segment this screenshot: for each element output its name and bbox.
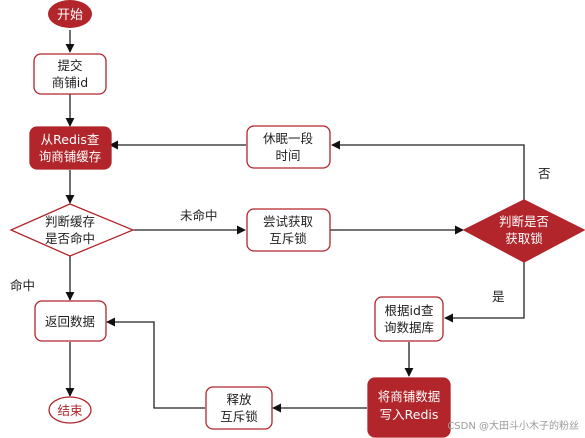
hit-edge-label: 命中 — [10, 278, 35, 293]
query-db-line1: 根据id查 — [385, 303, 434, 318]
check-hit-line2: 是否命中 — [45, 231, 95, 246]
check-lock-line2: 获取锁 — [505, 231, 543, 246]
write-redis-line2: 写入Redis — [380, 407, 439, 422]
no-edge-label: 否 — [538, 166, 551, 181]
edge-yes — [444, 262, 525, 323]
try-lock-line2: 互斥锁 — [269, 231, 307, 246]
return-data-node: 返回数据 — [34, 300, 107, 342]
start-label: 开始 — [57, 8, 83, 23]
try-lock-line1: 尝试获取 — [263, 214, 314, 229]
sleep-node: 休眠一段 时间 — [246, 125, 331, 169]
yes-edge-label: 是 — [492, 289, 505, 304]
write-redis-line1: 将商铺数据 — [378, 389, 441, 404]
release-lock-line2: 互斥锁 — [220, 409, 258, 424]
submit-line2: 商铺id — [52, 75, 88, 90]
edge-release-return — [106, 317, 205, 409]
check-lock-node: 判断是否 获取锁 — [462, 199, 585, 263]
start-node: 开始 — [48, 0, 92, 28]
query-redis-node: 从Redis查 询商铺缓存 — [29, 126, 112, 170]
submit-line1: 提交 — [57, 58, 82, 73]
query-redis-line2: 询商铺缓存 — [39, 149, 102, 164]
watermark: CSDN @大田斗小木子的粉丝 — [447, 421, 579, 432]
release-lock-line1: 释放 — [226, 392, 252, 407]
release-lock-node: 释放 互斥锁 — [205, 386, 273, 430]
try-lock-node: 尝试获取 互斥锁 — [246, 208, 331, 252]
edge-no — [331, 140, 525, 200]
sleep-line2: 时间 — [275, 148, 300, 163]
check-hit-line1: 判断缓存 — [45, 214, 95, 229]
write-redis-node: 将商铺数据 写入Redis — [367, 377, 451, 438]
submit-shop-id-node: 提交 商铺id — [33, 53, 107, 95]
check-cache-hit-node: 判断缓存 是否命中 — [9, 203, 135, 257]
end-node: 结束 — [48, 396, 92, 424]
end-label: 结束 — [57, 403, 83, 418]
query-redis-line1: 从Redis查 — [41, 132, 100, 147]
return-data-label: 返回数据 — [45, 314, 95, 329]
connectors — [65, 30, 525, 413]
check-lock-line1: 判断是否 — [499, 214, 549, 229]
query-db-node: 根据id查 询数据库 — [374, 296, 444, 342]
sleep-line1: 休眠一段 — [263, 131, 313, 146]
query-db-line2: 询数据库 — [384, 320, 434, 335]
miss-edge-label: 未命中 — [180, 208, 218, 223]
